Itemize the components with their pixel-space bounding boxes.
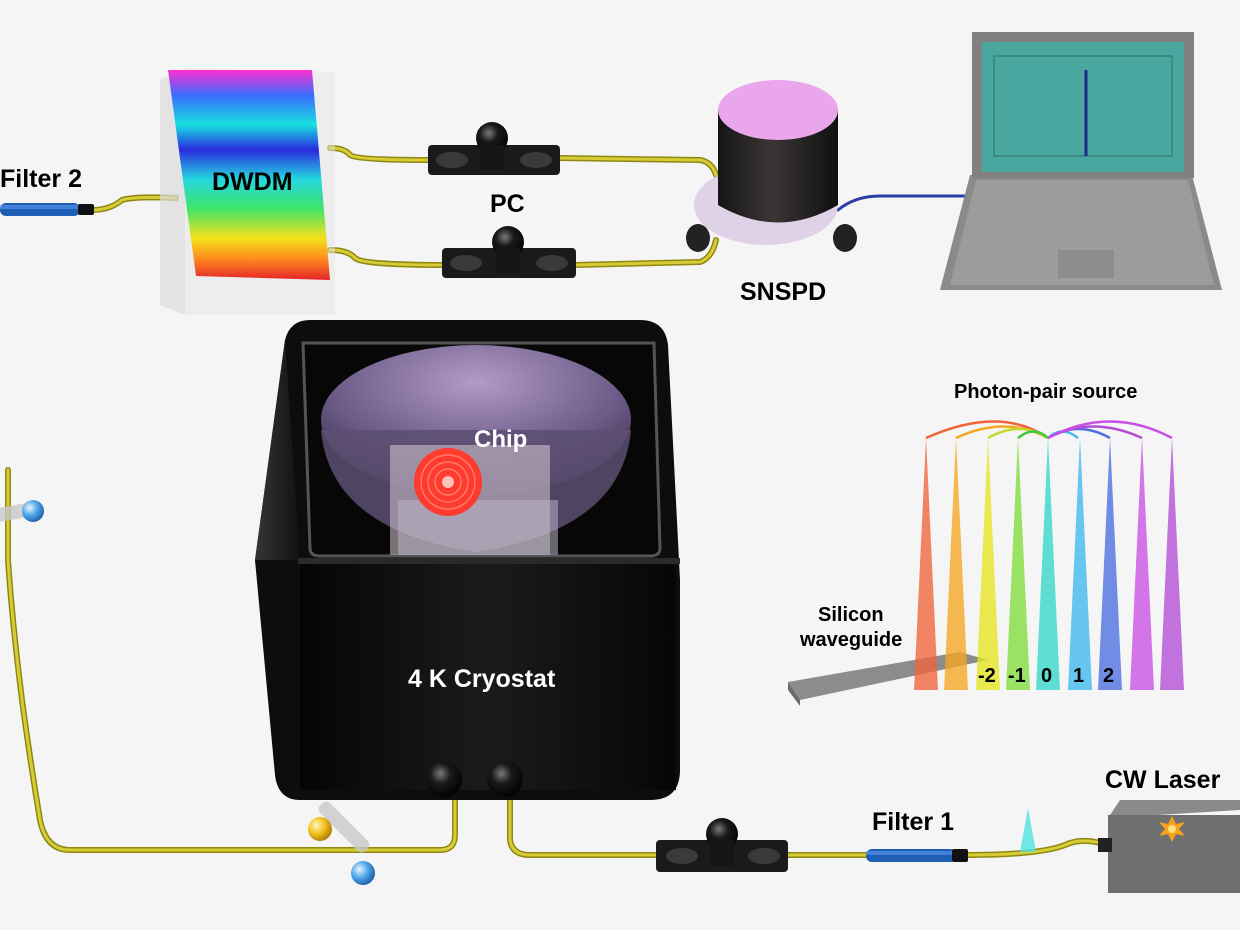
chip-ring bbox=[414, 448, 482, 516]
photon-pair-spectrum: Photon-pair source Silicon waveguide -2 … bbox=[788, 381, 1184, 706]
spectrum-beam bbox=[1130, 438, 1154, 690]
chip-label: Chip bbox=[474, 426, 527, 453]
spectrum-beam bbox=[914, 438, 938, 690]
silicon-waveguide-label-line1: Silicon bbox=[818, 604, 884, 626]
filter1-component: Filter 1 bbox=[866, 808, 1036, 862]
cable-snspd-to-laptop bbox=[836, 194, 982, 212]
channel-label-0: 0 bbox=[1041, 665, 1052, 687]
spectrum-beam bbox=[976, 438, 1000, 690]
cryostat-component: Chip 4 K Cryostat bbox=[255, 320, 680, 800]
cryostat-port-right bbox=[487, 761, 523, 797]
cw-laser-component: CW Laser bbox=[1098, 766, 1240, 893]
fiber-coupler-left bbox=[0, 500, 44, 522]
snspd-label: SNSPD bbox=[740, 278, 826, 306]
dwdm-label: DWDM bbox=[212, 168, 293, 196]
photon-pair-source-label: Photon-pair source bbox=[954, 381, 1137, 403]
channel-label-minus2: -2 bbox=[978, 665, 996, 687]
filter2-label: Filter 2 bbox=[0, 165, 82, 193]
fiber-coupler-bottom bbox=[308, 801, 375, 885]
cw-laser-label: CW Laser bbox=[1105, 766, 1221, 794]
pc-lower bbox=[442, 226, 576, 278]
pump-spectrum-peak bbox=[1020, 808, 1036, 852]
pc-bottom bbox=[656, 818, 788, 872]
channel-label-1: 1 bbox=[1073, 665, 1084, 687]
pc-label: PC bbox=[490, 190, 525, 218]
silicon-waveguide-label-line2: waveguide bbox=[799, 629, 902, 651]
cryostat-label: 4 K Cryostat bbox=[408, 665, 556, 693]
fiber-network bbox=[5, 145, 1103, 858]
dwdm-component: DWDM bbox=[160, 68, 335, 315]
cryostat-port-left bbox=[426, 761, 462, 797]
spectrum-beam bbox=[1160, 438, 1184, 690]
snspd-component: SNSPD bbox=[686, 80, 857, 306]
spectrum-beams bbox=[914, 438, 1184, 690]
filter2-component: Filter 2 bbox=[0, 165, 94, 216]
filter1-label: Filter 1 bbox=[872, 808, 954, 836]
spectrum-beam bbox=[1098, 438, 1122, 690]
silicon-waveguide bbox=[788, 652, 988, 700]
spectrum-beam bbox=[944, 438, 968, 690]
spectrum-beam bbox=[1068, 438, 1092, 690]
channel-label-minus1: -1 bbox=[1008, 665, 1026, 687]
spectrum-beam bbox=[1006, 438, 1030, 690]
laser-star-icon bbox=[1159, 816, 1185, 842]
laptop-screen bbox=[982, 42, 1184, 172]
laptop-component bbox=[940, 32, 1222, 290]
pc-upper bbox=[428, 122, 560, 175]
spectrum-beam bbox=[1036, 438, 1060, 690]
channel-label-2: 2 bbox=[1103, 665, 1114, 687]
